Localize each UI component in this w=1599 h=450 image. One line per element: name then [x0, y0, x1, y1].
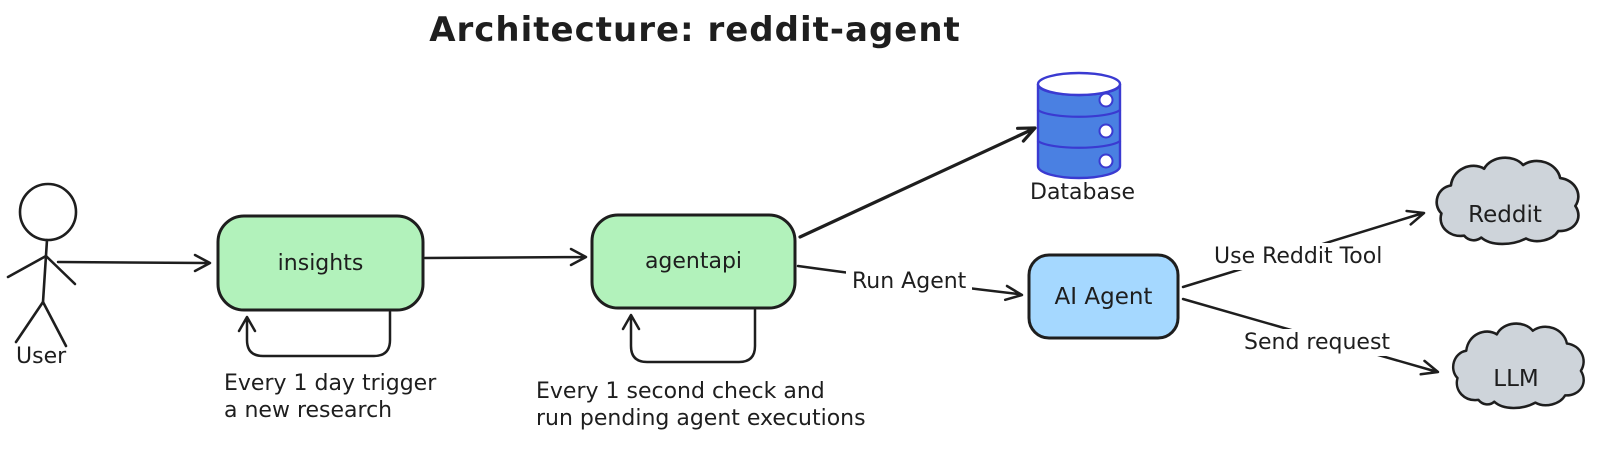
user-arms: [6, 254, 77, 286]
run-agent-label: Run Agent: [846, 268, 973, 295]
send-request-label: Send request: [1238, 329, 1397, 356]
agentapi-label: agentapi: [644, 249, 743, 274]
insights-to-agentapi-arrow: [423, 247, 588, 267]
database-dot-3: [1098, 153, 1114, 169]
database-separator-2: [1036, 139, 1122, 149]
agentapi-to-database-arrow: [798, 126, 1037, 239]
user-figure: [6, 182, 78, 348]
user-body: [41, 238, 49, 304]
user-to-insights-arrow: [56, 253, 212, 273]
ai-agent-label: AI Agent: [1054, 283, 1153, 310]
database-dot-2: [1098, 123, 1114, 139]
user-head: [18, 182, 78, 242]
llm-label: LLM: [1493, 366, 1539, 392]
ai-agent-node: [1027, 253, 1180, 340]
database-separator-1: [1036, 108, 1122, 118]
user-label: User: [16, 344, 67, 369]
agentapi-node: [590, 213, 797, 310]
database-label: Database: [1030, 180, 1135, 205]
database-dot-1: [1098, 92, 1114, 108]
diagram-title: Architecture: reddit-agent: [429, 10, 961, 50]
database-top: [1036, 71, 1122, 97]
reddit-cloud: [1435, 156, 1580, 246]
insights-label: insights: [277, 250, 364, 276]
reddit-label: Reddit: [1468, 202, 1542, 228]
agentapi-loop-annotation: Every 1 second check and run pending age…: [536, 379, 866, 431]
insights-loop-annotation: Every 1 day trigger a new research: [224, 371, 437, 423]
insights-loop-arrow: [237, 310, 392, 358]
use-reddit-tool-label: Use Reddit Tool: [1208, 243, 1389, 270]
database-icon: [1036, 71, 1122, 180]
insights-node: [216, 214, 425, 312]
user-legs: [14, 300, 68, 348]
agentapi-loop-arrow: [621, 308, 757, 364]
